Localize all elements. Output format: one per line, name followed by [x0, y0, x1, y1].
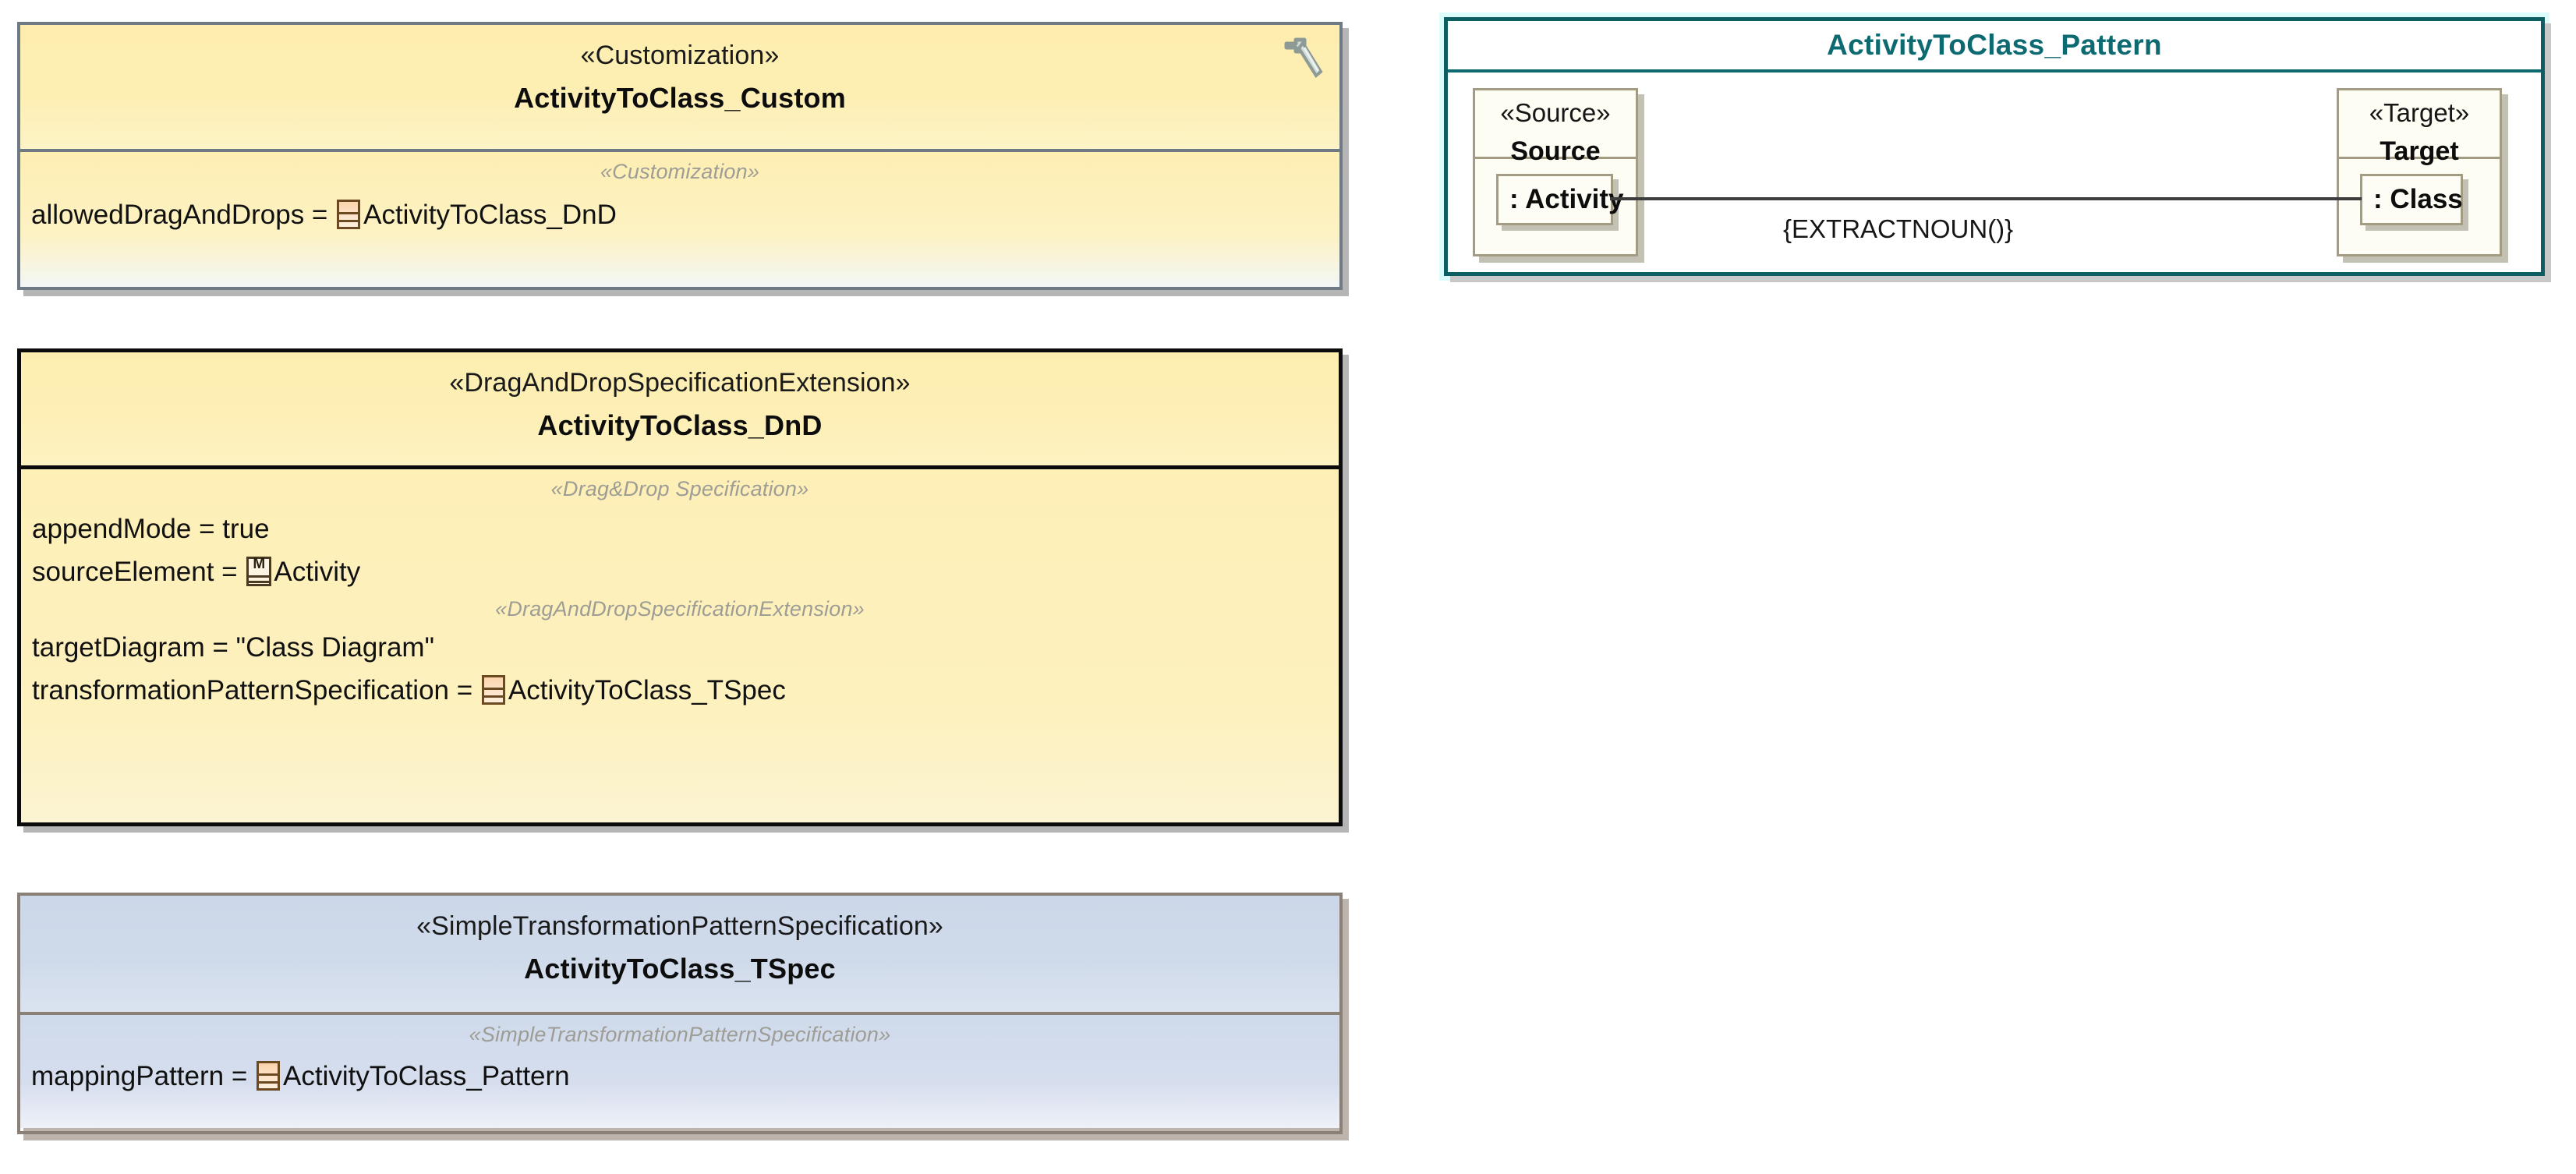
class-attributes-compartment: «Drag&Drop Specification» appendMode = t… — [21, 469, 1339, 822]
uml-class-activitytoclass-dnd[interactable]: «DragAndDropSpecificationExtension» Acti… — [17, 348, 1349, 833]
class-header-compartment: «DragAndDropSpecificationExtension» Acti… — [21, 352, 1339, 469]
class-header-compartment: «Customization» ActivityToClass_Custom — [20, 25, 1339, 152]
pattern-body: «Source» Source : Activity — [1448, 72, 2541, 269]
attribute-value[interactable]: true — [222, 514, 270, 544]
class-name: ActivityToClass_DnD — [537, 409, 823, 441]
attribute-row[interactable]: mappingPattern = ActivityToClass_Pattern — [20, 1045, 1339, 1091]
metaclass-m-icon: M — [246, 557, 272, 586]
class-stereotype: «SimpleTransformationPatternSpecificatio… — [416, 911, 943, 941]
uml-class-activitytoclass-tspec[interactable]: «SimpleTransformationPatternSpecificatio… — [17, 893, 1349, 1140]
class-header-compartment: «SimpleTransformationPatternSpecificatio… — [20, 896, 1339, 1015]
class-stereotype: «Customization» — [580, 41, 780, 70]
attribute-name: targetDiagram — [32, 632, 205, 663]
attribute-name: transformationPatternSpecification — [32, 674, 449, 705]
instance-frame: : Class — [2360, 174, 2463, 225]
instance-label: : Activity — [1509, 184, 1624, 214]
role-header: «Target» Target — [2339, 90, 2500, 164]
box-frame: «SimpleTransformationPatternSpecificatio… — [17, 893, 1343, 1134]
role-box-source[interactable]: «Source» Source : Activity — [1473, 88, 1644, 263]
instance-frame: : Activity — [1496, 174, 1624, 225]
compartment-stereotype-dragdrop: «Drag&Drop Specification» — [550, 477, 809, 500]
class-name: ActivityToClass_TSpec — [524, 953, 836, 985]
uml-element-icon — [337, 200, 361, 229]
attribute-value[interactable]: ActivityToClass_TSpec — [508, 674, 786, 705]
pattern-frame-activitytoclass-pattern[interactable]: ActivityToClass_Pattern «Source» Source — [1439, 12, 2551, 282]
attribute-equals: = — [449, 674, 480, 705]
role-name: Target — [2380, 136, 2459, 166]
attribute-row[interactable]: transformationPatternSpecification = Act… — [21, 661, 1339, 705]
attribute-value[interactable]: Activity — [274, 556, 361, 587]
attribute-row[interactable]: allowedDragAndDrops = ActivityToClass_Dn… — [20, 182, 1339, 229]
attribute-equals: = — [224, 1060, 255, 1091]
role-box-target[interactable]: «Target» Target : Class — [2337, 88, 2508, 263]
class-attributes-compartment: «Customization» allowedDragAndDrops = Ac… — [20, 152, 1339, 287]
box-frame: «Customization» ActivityToClass_Custom «… — [17, 22, 1343, 290]
compartment-stereotype: «Customization» — [600, 160, 760, 183]
role-frame: «Target» Target — [2337, 88, 2502, 256]
class-name: ActivityToClass_Custom — [514, 82, 846, 114]
instance-box-activity[interactable]: : Activity — [1496, 174, 1624, 231]
role-header: «Source» Source — [1475, 90, 1636, 164]
attribute-name: mappingPattern — [31, 1060, 225, 1091]
attribute-value[interactable]: ActivityToClass_Pattern — [283, 1060, 570, 1091]
class-stereotype: «DragAndDropSpecificationExtension» — [449, 368, 911, 398]
wrench-icon[interactable] — [1280, 33, 1327, 81]
attribute-name: sourceElement — [32, 556, 214, 587]
role-stereotype: «Source» — [1500, 98, 1611, 127]
attribute-equals: = — [204, 632, 236, 663]
attribute-equals: = — [191, 514, 223, 544]
attribute-row[interactable]: appendMode = true — [21, 500, 1339, 543]
attribute-name: appendMode — [32, 514, 192, 544]
role-frame: «Source» Source — [1473, 88, 1638, 256]
compartment-stereotype-extension: «DragAndDropSpecificationExtension» — [495, 597, 865, 621]
uml-element-icon — [257, 1061, 280, 1091]
uml-element-icon — [481, 675, 505, 705]
role-stereotype: «Target» — [2369, 98, 2470, 127]
role-name: Source — [1510, 136, 1601, 166]
connector-label: {EXTRACTNOUN()} — [1783, 214, 2014, 243]
attribute-name: allowedDragAndDrops — [31, 199, 305, 230]
instance-box-class[interactable]: : Class — [2360, 174, 2468, 231]
attribute-row[interactable]: targetDiagram = "Class Diagram" — [21, 620, 1339, 661]
attribute-equals: = — [214, 556, 246, 587]
attribute-value[interactable]: ActivityToClass_DnD — [363, 199, 617, 230]
attribute-value[interactable]: "Class Diagram" — [235, 632, 435, 663]
pattern-title: ActivityToClass_Pattern — [1448, 21, 2541, 72]
compartment-stereotype: «SimpleTransformationPatternSpecificatio… — [469, 1023, 891, 1046]
mapping-connector[interactable] — [1610, 197, 2362, 200]
uml-class-activitytoclass-custom[interactable]: «Customization» ActivityToClass_Custom «… — [17, 22, 1349, 296]
instance-label: : Class — [2373, 184, 2463, 214]
attribute-row[interactable]: sourceElement = M Activity — [21, 543, 1339, 586]
box-frame: «DragAndDropSpecificationExtension» Acti… — [17, 348, 1343, 826]
attribute-equals: = — [304, 199, 336, 230]
frame-border: ActivityToClass_Pattern «Source» Source — [1444, 17, 2545, 276]
class-attributes-compartment: «SimpleTransformationPatternSpecificatio… — [20, 1015, 1339, 1128]
